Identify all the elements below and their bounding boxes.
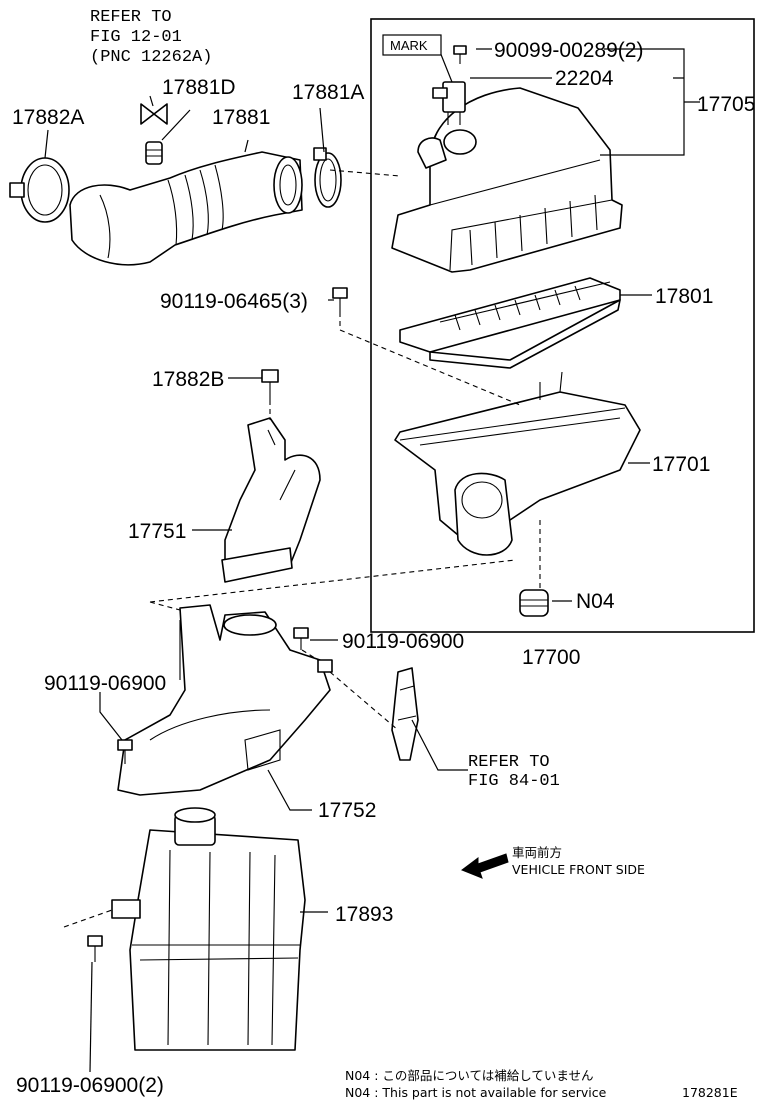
bolt-90119-06900-upper	[293, 627, 309, 650]
note-jp: N04 : この部品については補給していません	[345, 1068, 594, 1083]
direction-jp: 車両前方	[512, 845, 562, 860]
label-90119-06900-upper: 90119-06900	[342, 630, 464, 653]
grommet-N04	[519, 589, 549, 617]
clip-17881D	[140, 103, 168, 165]
label-17881A: 17881A	[292, 81, 364, 104]
label-17752: 17752	[318, 799, 376, 822]
label-90119-06900-left: 90119-06900	[44, 672, 166, 695]
label-22204: 22204	[555, 67, 614, 90]
air-filter-element-17801	[399, 277, 621, 369]
bolt-90119-06900-left	[117, 739, 133, 764]
label-mark: MARK	[390, 38, 428, 53]
bolt-90119-06900-2	[87, 935, 103, 962]
label-17701: 17701	[652, 453, 710, 476]
label-17881: 17881	[212, 106, 270, 129]
label-17882A: 17882A	[12, 106, 84, 129]
label-refer-to-84-01-line2: FIG 84-01	[468, 772, 560, 791]
inlet-duct-17751	[221, 417, 321, 583]
bracket-ref-84-01	[391, 667, 419, 761]
resonator-duct-17752	[117, 604, 333, 796]
screw-90099-00289	[453, 45, 467, 64]
label-90119-06900-2: 90119-06900(2)	[16, 1074, 164, 1097]
assembly-box-17700	[370, 18, 755, 633]
mark-box	[382, 34, 442, 56]
air-cleaner-cap-17705	[391, 87, 623, 273]
label-refer-to-84-01-line1: REFER TO	[468, 753, 550, 772]
label-refer-to-12-01-line2: FIG 12-01	[90, 28, 182, 47]
hose-clamp-17881A	[313, 147, 342, 208]
label-17893: 17893	[335, 903, 393, 926]
label-17801: 17801	[655, 285, 713, 308]
mass-air-flow-sensor-22204	[432, 81, 466, 125]
label-90119-06465: 90119-06465(3)	[160, 290, 308, 313]
label-17705: 17705	[697, 93, 755, 116]
leader-lines	[44, 48, 700, 1073]
dashed-guides	[63, 169, 541, 928]
label-17700: 17700	[522, 646, 580, 669]
label-N04: N04	[576, 590, 615, 613]
label-refer-to-12-01-line3: (PNC 12262A)	[90, 48, 212, 67]
label-17751: 17751	[128, 520, 186, 543]
air-cleaner-case-17701	[394, 371, 641, 556]
intake-hose-17881	[69, 151, 303, 266]
label-90099-00289: 90099-00289(2)	[494, 39, 643, 62]
resonator-tank-17893	[111, 807, 306, 1051]
label-17882B: 17882B	[152, 368, 224, 391]
figure-id: 178281E	[682, 1085, 738, 1100]
direction-en: VEHICLE FRONT SIDE	[512, 862, 645, 877]
note-en: N04 : This part is not available for ser…	[345, 1085, 607, 1100]
label-17881D: 17881D	[162, 76, 236, 99]
vehicle-front-arrow-icon	[460, 853, 509, 879]
hose-clamp-17882A	[9, 157, 70, 223]
bolt-17882B	[261, 369, 279, 400]
label-refer-to-12-01-line1: REFER TO	[90, 8, 172, 27]
bolt-90119-06465	[332, 287, 348, 312]
